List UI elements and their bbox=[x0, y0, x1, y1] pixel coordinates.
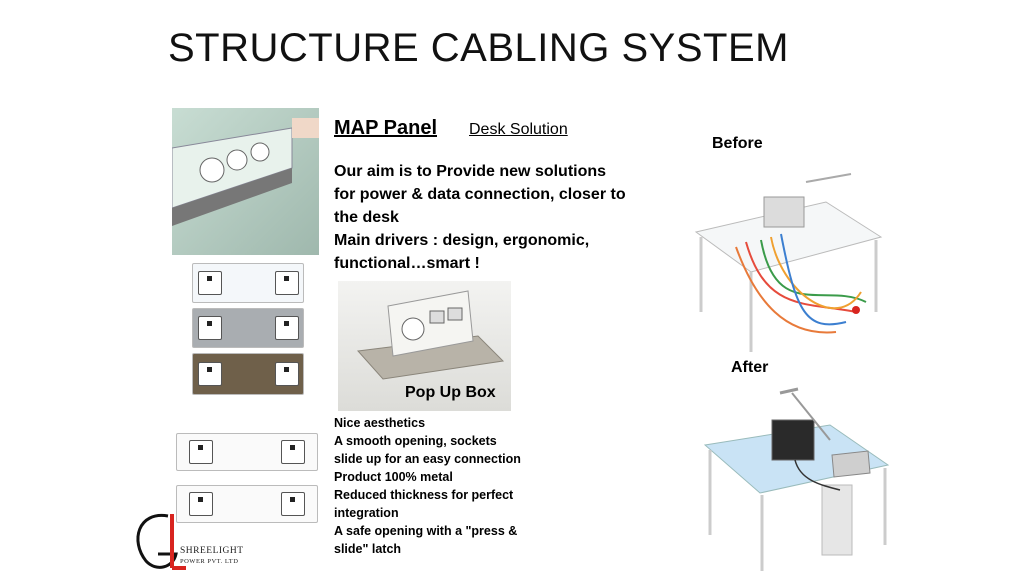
logo-tagline: POWER PVT. LTD bbox=[180, 558, 239, 565]
tidy-desk-illustration bbox=[703, 387, 890, 571]
feature-line: A safe opening with a "press & bbox=[334, 524, 518, 538]
logo-name: SHREELIGHT bbox=[180, 546, 244, 556]
intro-line: the desk bbox=[334, 209, 399, 226]
feature-line: Nice aesthetics bbox=[334, 416, 426, 430]
before-desk-illustration bbox=[686, 162, 886, 354]
feature-line: Product 100% metal bbox=[334, 470, 453, 484]
intro-line: Main drivers : design, ergonomic, bbox=[334, 232, 590, 249]
socket-icon bbox=[275, 362, 299, 386]
intro-line: functional…smart ! bbox=[334, 255, 480, 272]
messy-cables-illustration bbox=[694, 173, 883, 352]
faceplate-white-3 bbox=[176, 485, 318, 523]
intro-text: Our aim is to Provide new solutions for … bbox=[334, 160, 654, 275]
map-panel-illustration bbox=[172, 118, 319, 226]
before-label: Before bbox=[712, 135, 763, 152]
popup-box-illustration bbox=[356, 290, 505, 380]
faceplate-bronze bbox=[192, 353, 304, 395]
shreelight-logo bbox=[128, 506, 248, 576]
socket-icon bbox=[275, 271, 299, 295]
after-desk-illustration bbox=[680, 385, 892, 573]
feature-line: A smooth opening, sockets bbox=[334, 434, 497, 448]
socket-icon bbox=[189, 492, 213, 516]
socket-icon bbox=[198, 362, 222, 386]
socket-icon bbox=[275, 316, 299, 340]
feature-line: Reduced thickness for perfect bbox=[334, 488, 514, 502]
map-panel-photo bbox=[172, 108, 319, 255]
socket-icon bbox=[189, 440, 213, 464]
socket-icon bbox=[198, 271, 222, 295]
feature-list: Nice aesthetics A smooth opening, socket… bbox=[334, 414, 534, 558]
intro-line: for power & data connection, closer to bbox=[334, 186, 626, 203]
logo-mark-icon bbox=[136, 514, 186, 570]
feature-line: slide up for an easy connection bbox=[334, 452, 521, 466]
socket-icon bbox=[281, 492, 305, 516]
socket-icon bbox=[281, 440, 305, 464]
intro-line: Our aim is to Provide new solutions bbox=[334, 163, 607, 180]
feature-line: slide" latch bbox=[334, 542, 402, 556]
socket-icon bbox=[198, 316, 222, 340]
faceplate-white-2 bbox=[176, 433, 318, 471]
desk-solution-link[interactable]: Desk Solution bbox=[469, 121, 568, 138]
faceplate-white bbox=[192, 263, 304, 303]
feature-line: integration bbox=[334, 506, 399, 520]
faceplate-silver bbox=[192, 308, 304, 348]
popup-box-photo bbox=[338, 281, 511, 411]
popup-box-label: Pop Up Box bbox=[405, 384, 496, 401]
slide-title: STRUCTURE CABLING SYSTEM bbox=[168, 26, 789, 70]
after-label: After bbox=[731, 359, 769, 376]
map-panel-heading: MAP Panel bbox=[334, 117, 437, 139]
